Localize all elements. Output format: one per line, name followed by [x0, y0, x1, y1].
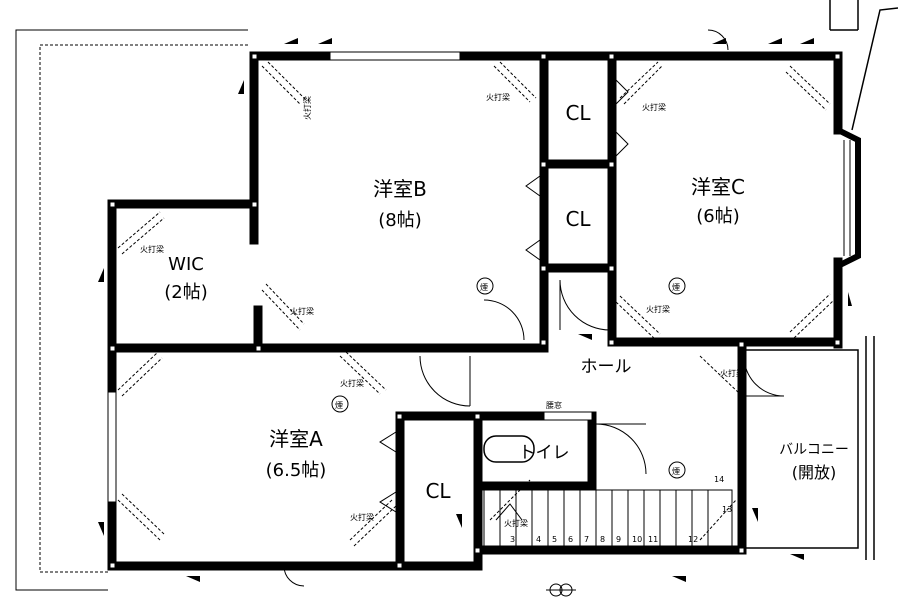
stair-number: 11	[648, 535, 658, 544]
stair-number: 6	[568, 535, 573, 544]
external-lines	[829, 0, 898, 131]
room-a-size: (6.5帖)	[266, 460, 327, 481]
room-c-size: (6帖)	[696, 206, 740, 227]
wic-name: WIC	[168, 254, 204, 275]
stair-number: 13	[722, 505, 732, 514]
walls	[107, 51, 843, 571]
bay-window	[836, 127, 861, 269]
smoke-detector-1	[476, 277, 494, 295]
room-b-name: 洋室B	[373, 177, 427, 201]
balcony	[742, 336, 875, 560]
fire-brace-label: 火打梁	[302, 96, 312, 120]
toilet-fixture	[483, 435, 535, 463]
fire-brace-label: 火打梁	[646, 304, 670, 314]
smoke-detector-2	[668, 277, 686, 295]
fire-brace-label: 火打梁	[140, 244, 164, 254]
staircase	[483, 489, 733, 547]
fire-brace-label: 火打梁	[290, 306, 314, 316]
posts	[109, 53, 841, 569]
room-c-name: 洋室C	[691, 175, 745, 199]
fire-braces	[117, 61, 835, 547]
wic-size: (2帖)	[164, 282, 208, 303]
stair-number: 9	[616, 535, 621, 544]
smoke-label-4: 煙	[672, 467, 680, 476]
closet-doors	[379, 79, 629, 551]
room-a-name: 洋室A	[269, 427, 323, 451]
stair-number: 14	[714, 475, 724, 484]
smoke-label-2: 煙	[672, 283, 680, 292]
stair-number: 12	[688, 535, 698, 544]
stair-number: 8	[600, 535, 605, 544]
roof-outline	[15, 29, 248, 591]
stair-numbers: 3 4 5 6 7 8 9 10 11 12 13 14	[510, 475, 732, 544]
stair-number: 5	[552, 535, 557, 544]
fire-brace-label: 火打梁	[642, 102, 666, 112]
closet-top-label: CL	[565, 101, 591, 125]
smoke-detector-4	[668, 461, 686, 479]
smoke-detector-3	[331, 395, 349, 413]
markers	[98, 38, 852, 582]
toilet-label: トイレ	[519, 443, 570, 463]
balcony-name: バルコニー	[779, 442, 849, 458]
smoke-label-1: 煙	[480, 283, 488, 292]
window-label: 腰窓	[546, 400, 562, 410]
stair-number: 4	[536, 535, 541, 544]
hall-label: ホール	[581, 357, 632, 377]
balcony-note: (開放)	[792, 463, 837, 482]
fire-brace-label: 火打梁	[720, 368, 744, 378]
fire-brace-label: 火打梁	[486, 92, 510, 102]
fire-brace-label: 火打梁	[504, 518, 528, 528]
stair-number: 3	[510, 535, 515, 544]
smoke-label-3: 煙	[335, 401, 343, 410]
closet-mid-label: CL	[565, 207, 591, 231]
smoke-detectors	[331, 277, 686, 479]
windows	[107, 51, 593, 503]
room-b-size: (8帖)	[378, 210, 422, 231]
door-swings	[283, 29, 785, 587]
fire-brace-label: 火打梁	[340, 378, 364, 388]
stair-number: 10	[632, 535, 642, 544]
closet-bottom-label: CL	[425, 479, 451, 503]
stair-number: 7	[584, 535, 589, 544]
meter-symbol	[546, 583, 576, 597]
fire-brace-label: 火打梁	[350, 512, 374, 522]
